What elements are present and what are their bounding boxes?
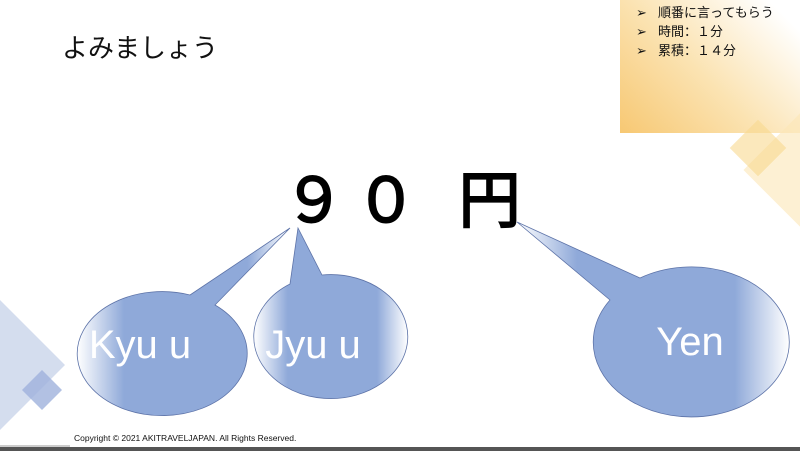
arrow-bullet-icon: ➢ <box>636 44 647 59</box>
decorative-triangle <box>0 300 65 430</box>
arrow-bullet-icon: ➢ <box>636 25 647 40</box>
bubble-text-kyu: Kyu u <box>89 323 191 367</box>
note-item: ➢ 累積：１４分 <box>636 42 800 61</box>
decorative-diamond <box>22 370 62 410</box>
slide-title: よみましょう <box>62 34 219 64</box>
speech-bubble-jyu <box>253 226 409 399</box>
note-text: 順番に言ってもらう <box>658 6 774 21</box>
speech-bubble-yen <box>516 221 790 418</box>
note-text: 時間：１分 <box>658 25 724 40</box>
price-text: ９０ 円 <box>283 164 531 237</box>
note-text: 累積：１４分 <box>658 44 737 59</box>
bottom-bar <box>0 447 800 451</box>
divider <box>0 445 70 447</box>
note-item: ➢ 時間：１分 <box>636 23 800 42</box>
notes-box: ➢ 順番に言ってもらう ➢ 時間：１分 ➢ 累積：１４分 <box>620 0 800 133</box>
copyright-text: Copyright © 2021 AKITRAVELJAPAN. All Rig… <box>74 433 297 443</box>
bubble-text-jyu: Jyu u <box>265 323 361 367</box>
speech-bubble-kyu <box>76 227 291 416</box>
bubble-text-yen: Yen <box>656 320 724 364</box>
arrow-bullet-icon: ➢ <box>636 6 647 21</box>
note-item: ➢ 順番に言ってもらう <box>636 4 800 23</box>
